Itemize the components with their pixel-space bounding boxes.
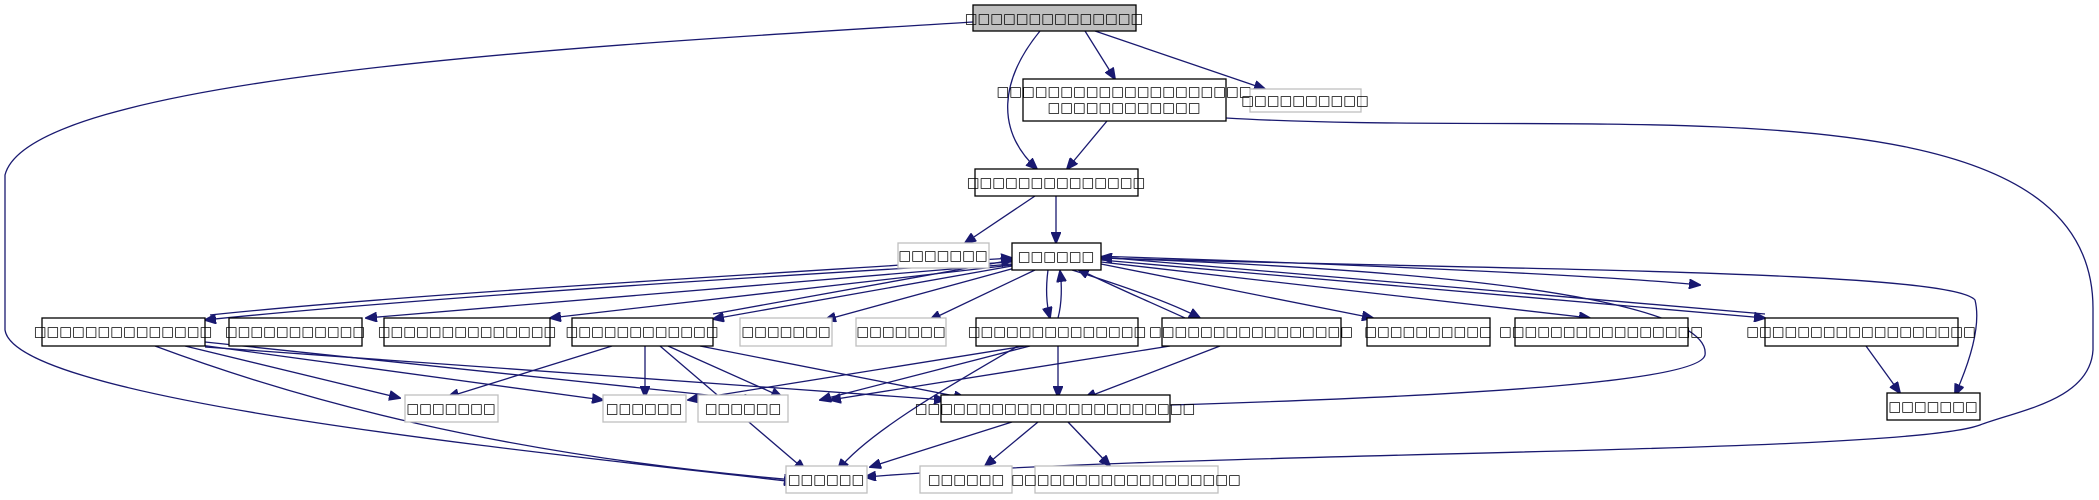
node-hub1-label-line1: □□□□□□□□□□□□□□□□□□□□ — [996, 84, 1251, 100]
edge-core-to-n-f — [1071, 269, 1200, 318]
node-ext8-label: □□□□□□ — [928, 472, 1005, 488]
edge-core-to-ext3 — [825, 267, 1016, 320]
edge-core-to-n-h — [1100, 261, 1590, 318]
edge-n-d-to-n-j — [699, 345, 965, 398]
node-ext6[interactable]: □□□□□□ — [602, 394, 687, 423]
edge-n-a-to-n-j — [204, 346, 945, 400]
edge-n-a-to-ext6 — [199, 344, 603, 400]
edge-n-j-to-leaf — [870, 421, 1013, 467]
edge-core-to-n-g — [1100, 263, 1373, 318]
edge-n-i-to-core — [1101, 257, 1766, 315]
node-n-e-label: □□□□□□□□□□□□□□ — [968, 324, 1147, 340]
node-core-label: □□□□□□ — [1018, 249, 1095, 265]
edge-n-d-to-ext5 — [448, 345, 613, 397]
edge-root-to-hub2 — [1007, 30, 1041, 169]
node-ext3-label: □□□□□□□ — [741, 324, 830, 340]
edge-n-a-to-ext5 — [184, 345, 400, 398]
node-n-f[interactable]: □□□□□□□□□□□□□□□□ — [1149, 317, 1353, 347]
edge-n-f-to-n-j — [1085, 345, 1221, 398]
edge-n-a-to-leaf — [154, 345, 795, 480]
edge-n-f-to-ext7 — [830, 345, 1171, 400]
node-n-j[interactable]: □□□□□□□□□□□□□□□□□□□□□□ — [915, 394, 1196, 423]
node-n-d-label: □□□□□□□□□□□□ — [565, 324, 718, 340]
node-ext9[interactable]: □□□□□□□□□□□□□□□□□□ — [1011, 465, 1241, 494]
node-n-i-label: □□□□□□□□□□□□□□□□□□ — [1746, 324, 1976, 340]
node-leaf-label: □□□□□□ — [788, 472, 865, 488]
node-n-d[interactable]: □□□□□□□□□□□□ — [565, 317, 719, 347]
edge-hub2-to-ext2 — [965, 195, 1036, 243]
node-ext2[interactable]: □□□□□□□ — [897, 242, 990, 269]
node-hub2-label: □□□□□□□□□□□□□□ — [967, 175, 1146, 191]
node-ext5-label: □□□□□□□ — [406, 401, 495, 417]
node-n-h[interactable]: □□□□□□□□□□□□□□□□ — [1499, 317, 1703, 347]
edge-n-j-to-ext9 — [1067, 421, 1110, 466]
edge-n-d-to-core — [712, 260, 1012, 315]
node-n-a[interactable]: □□□□□□□□□□□□□□ — [34, 317, 213, 347]
edge-core-to-n-a — [205, 261, 1013, 320]
node-n-i[interactable]: □□□□□□□□□□□□□□□□□□ — [1746, 317, 1976, 347]
node-ext9-label: □□□□□□□□□□□□□□□□□□ — [1011, 472, 1241, 488]
node-n-a-label: □□□□□□□□□□□□□□ — [34, 324, 213, 340]
edge-n-e-to-ext6 — [688, 345, 1026, 400]
edge-core-to-n-b — [366, 263, 1013, 318]
edge-core-to-n-i — [1100, 259, 1765, 318]
node-ext2-label: □□□□□□□ — [898, 248, 987, 264]
node-ext1-label: □□□□□□□□□□ — [1241, 93, 1369, 109]
node-n-g[interactable]: □□□□□□□□□□ — [1364, 317, 1492, 347]
edge-hub1-to-hub2 — [1067, 120, 1108, 169]
node-ext4[interactable]: □□□□□□□ — [855, 317, 947, 347]
edge-hub1-to-leaf — [865, 117, 2094, 477]
edge-root-to-hub1 — [1084, 30, 1115, 79]
node-ext4-label: □□□□□□□ — [856, 324, 945, 340]
edge-n-a-to-core — [209, 258, 1012, 316]
node-n-k[interactable]: □□□□□□□ — [1886, 392, 1981, 421]
node-core[interactable]: □□□□□□ — [1011, 242, 1102, 271]
edge-hub1-extra — [1089, 255, 1700, 285]
node-root[interactable]: □□□□□□□□□□□□□□ — [965, 4, 1144, 32]
node-n-g-label: □□□□□□□□□□ — [1364, 324, 1492, 340]
edge-n-d-to-ext7 — [667, 345, 782, 397]
edge-n-f-to-core — [1078, 269, 1186, 319]
edge-root-to-leaf — [4, 21, 974, 482]
edge-n-i-to-n-k — [1865, 345, 1900, 393]
node-hub1[interactable]: □□□□□□□□□□□□□□□□□□□□ □□□□□□□□□□□□ — [996, 78, 1252, 122]
node-ext6-label: □□□□□□ — [606, 401, 683, 417]
node-ext7[interactable]: □□□□□□ — [697, 394, 789, 423]
node-leaf[interactable]: □□□□□□ — [785, 465, 868, 494]
node-ext7-label: □□□□□□ — [705, 401, 782, 417]
node-n-e[interactable]: □□□□□□□□□□□□□□ — [968, 317, 1147, 347]
node-n-h-label: □□□□□□□□□□□□□□□□ — [1499, 324, 1703, 340]
node-ext1[interactable]: □□□□□□□□□□ — [1241, 88, 1369, 113]
edge-n-a-to-ext7 — [204, 341, 755, 400]
edge-n-j-to-core — [1101, 258, 1706, 406]
node-ext5[interactable]: □□□□□□□ — [404, 394, 499, 423]
edge-core-to-n-k — [1100, 257, 1978, 395]
edge-n-e-to-ext7 — [820, 345, 1031, 400]
edge-n-e-to-core — [1058, 271, 1061, 319]
node-n-k-label: □□□□□□□ — [1888, 399, 1977, 415]
node-ext3[interactable]: □□□□□□□ — [739, 317, 833, 347]
node-n-c-label: □□□□□□□□□□□□□□ — [378, 324, 557, 340]
node-n-c[interactable]: □□□□□□□□□□□□□□ — [378, 317, 557, 347]
node-hub1-label-line2: □□□□□□□□□□□□ — [1047, 100, 1200, 116]
edge-n-j-to-ext8 — [985, 421, 1039, 466]
edge-core-to-n-d — [713, 265, 1013, 319]
node-n-j-label: □□□□□□□□□□□□□□□□□□□□□□ — [915, 401, 1196, 417]
node-n-b-label: □□□□□□□□□□□ — [225, 324, 365, 340]
node-ext8[interactable]: □□□□□□ — [919, 465, 1013, 494]
edge-core-to-ext4 — [930, 269, 1036, 320]
node-n-b[interactable]: □□□□□□□□□□□ — [225, 317, 365, 347]
edge-root-to-ext1 — [1094, 30, 1265, 89]
node-root-label: □□□□□□□□□□□□□□ — [965, 11, 1144, 27]
edge-n-e-to-leaf — [838, 345, 1019, 470]
node-hub2[interactable]: □□□□□□□□□□□□□□ — [967, 168, 1146, 197]
node-n-f-label: □□□□□□□□□□□□□□□□ — [1149, 324, 1353, 340]
edge-core-to-n-e — [1047, 269, 1050, 318]
